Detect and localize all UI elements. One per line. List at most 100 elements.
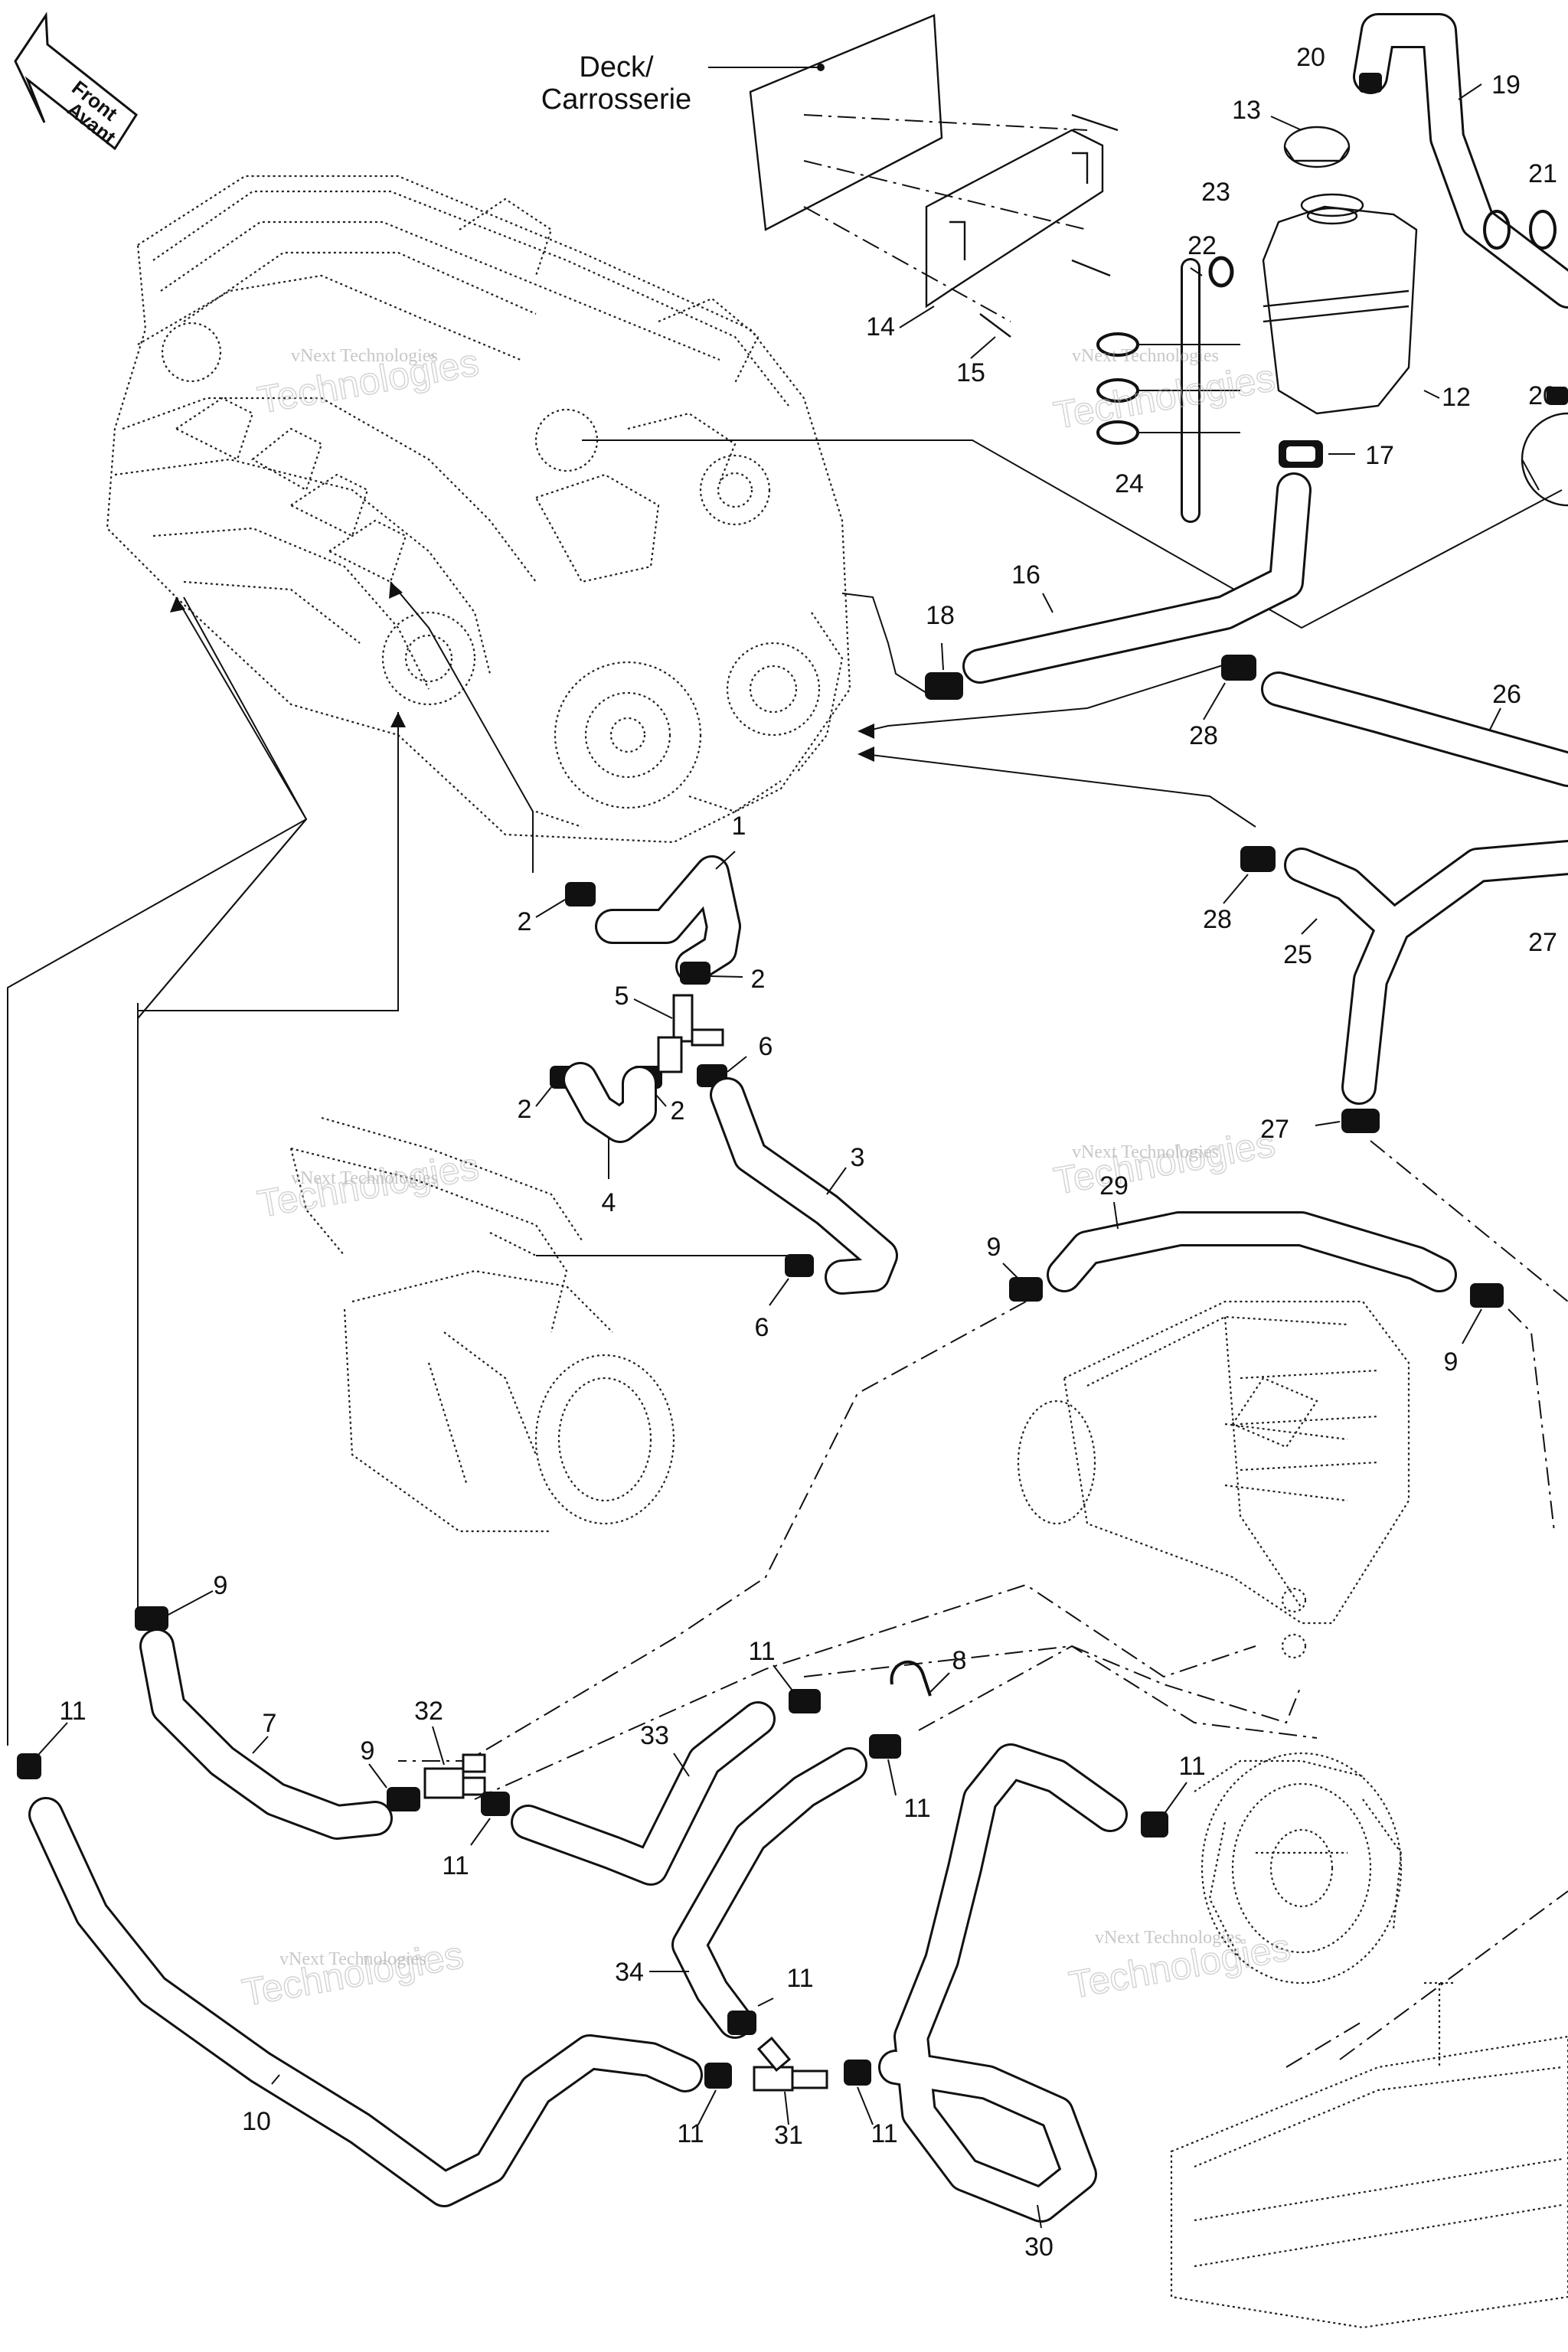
p11c-leader <box>887 1759 897 1796</box>
clip-8 <box>890 1660 932 1697</box>
p10-leader <box>271 2074 280 2085</box>
p27a-leader <box>1315 1121 1341 1126</box>
watermark-text-5: vNext Technologies <box>291 1168 438 1188</box>
p32-leader <box>432 1726 445 1766</box>
p28b-leader <box>1223 874 1249 904</box>
dashed-route-32 <box>474 1583 1256 1800</box>
p33-leader <box>673 1753 690 1777</box>
part-label-11g: 11 <box>59 1697 86 1726</box>
part-label-12: 12 <box>1442 383 1471 412</box>
part-label-24: 24 <box>1115 469 1144 498</box>
p16-leader <box>1042 593 1054 613</box>
part-label-18: 18 <box>926 601 955 630</box>
watermark-text-10: Technologies <box>239 1933 466 2014</box>
part-label-30: 30 <box>1024 2233 1054 2262</box>
part-label-11b: 11 <box>748 1637 775 1666</box>
p9c-leader <box>166 1590 214 1616</box>
p12-leader <box>1423 390 1440 399</box>
part-label-2d: 2 <box>671 1096 685 1125</box>
part-label-11a: 11 <box>442 1851 469 1880</box>
clamp-9-lower-left <box>135 1606 168 1631</box>
part-label-33: 33 <box>640 1721 669 1750</box>
part-label-26: 26 <box>1492 680 1521 709</box>
part-label-9a: 9 <box>987 1233 1001 1262</box>
part-label-8: 8 <box>952 1646 967 1675</box>
p30-leader <box>1037 2204 1042 2229</box>
clamps-21 <box>1483 210 1557 250</box>
clamp-2-right <box>680 962 710 985</box>
part-label-11h: 11 <box>1178 1752 1205 1781</box>
part-label-29: 29 <box>1099 1171 1129 1200</box>
p18-leader <box>941 642 944 671</box>
p2a-leader <box>535 899 566 918</box>
p19-leader <box>1458 83 1482 100</box>
watermark-text-6: Technologies <box>254 1145 482 1226</box>
fitting-5 <box>657 994 724 1073</box>
clamp-9-upper-right <box>1470 1283 1504 1308</box>
p22-leader <box>1190 267 1203 276</box>
intercooler-illustration <box>1017 1300 1410 1659</box>
p25-leader <box>1301 918 1318 935</box>
clamp-11-b <box>789 1689 821 1713</box>
fitting-31 <box>753 2037 828 2092</box>
clamp-11-g <box>17 1753 41 1779</box>
part-label-2c: 2 <box>518 1095 532 1124</box>
clamp-20-right <box>1547 387 1568 405</box>
clamp-23 <box>1208 256 1234 288</box>
part-label-6a: 6 <box>759 1032 773 1061</box>
p11a-leader <box>470 1818 491 1846</box>
watermark-text-8: Technologies <box>1050 1122 1278 1203</box>
part-label-28a: 28 <box>1189 721 1218 750</box>
clamp-18 <box>925 672 963 700</box>
clamp-28-lower <box>1240 846 1276 872</box>
part-label-11d: 11 <box>786 1964 813 1993</box>
p6a-leader <box>727 1056 747 1073</box>
watermark-text-3: vNext Technologies <box>1072 346 1219 366</box>
part-label-4: 4 <box>602 1188 616 1217</box>
dashed-route-9b <box>1508 1308 1555 1532</box>
ride-plate-illustration <box>1170 1890 1568 2329</box>
part-label-20a: 20 <box>1296 43 1325 72</box>
p28a-leader <box>1203 682 1226 720</box>
p9a-leader <box>1002 1263 1019 1279</box>
engine-illustration <box>106 175 851 844</box>
part-label-9d: 9 <box>361 1736 375 1766</box>
detail-circle <box>1521 412 1568 507</box>
part-label-19: 19 <box>1491 70 1521 100</box>
part-label-27b: 27 <box>1528 928 1557 957</box>
watermark-text-4: Technologies <box>1050 356 1278 437</box>
dashed-route-9 <box>398 1301 1027 1762</box>
part-callouts: 1 2 2 2 2 3 4 5 6 6 7 8 9 9 9 9 10 11 11… <box>59 43 1557 2262</box>
exhaust-muffler-illustration <box>289 1116 789 1533</box>
watermark-text-1: vNext Technologies <box>291 346 438 366</box>
clamp-9-upper-left <box>1009 1277 1043 1302</box>
part-label-3: 3 <box>851 1143 865 1172</box>
p1-leader <box>715 851 736 870</box>
pump-illustration <box>1194 1752 1403 1984</box>
clamp-11-f <box>844 2060 871 2086</box>
clamp-9-lower-right <box>387 1787 420 1811</box>
part-label-7: 7 <box>263 1709 277 1738</box>
clamp-2-top <box>565 882 596 906</box>
part-label-28b: 28 <box>1203 905 1232 934</box>
p31-leader <box>784 2091 789 2125</box>
flow-leaders <box>7 439 1563 1746</box>
dashed-route-11 <box>918 1645 1318 1739</box>
p3-leader <box>826 1167 847 1195</box>
fitting-32 <box>423 1753 486 1799</box>
deck-plate <box>749 14 943 231</box>
dashed-route-27 <box>1370 1140 1568 1302</box>
part-label-2b: 2 <box>751 965 766 994</box>
part-label-17: 17 <box>1365 441 1394 470</box>
clamp-11-a <box>481 1792 510 1816</box>
clamp-11-c <box>869 1734 901 1759</box>
clamp-28-upper <box>1221 655 1256 681</box>
part-label-5: 5 <box>615 982 629 1011</box>
clamps-24 <box>1096 332 1240 445</box>
deck-label: Deck/ <box>579 51 654 83</box>
watermark-text-7: vNext Technologies <box>1072 1142 1219 1162</box>
front-direction-arrow-icon <box>14 11 138 151</box>
clamp-27 <box>1341 1109 1380 1133</box>
part-label-22: 22 <box>1187 231 1217 260</box>
